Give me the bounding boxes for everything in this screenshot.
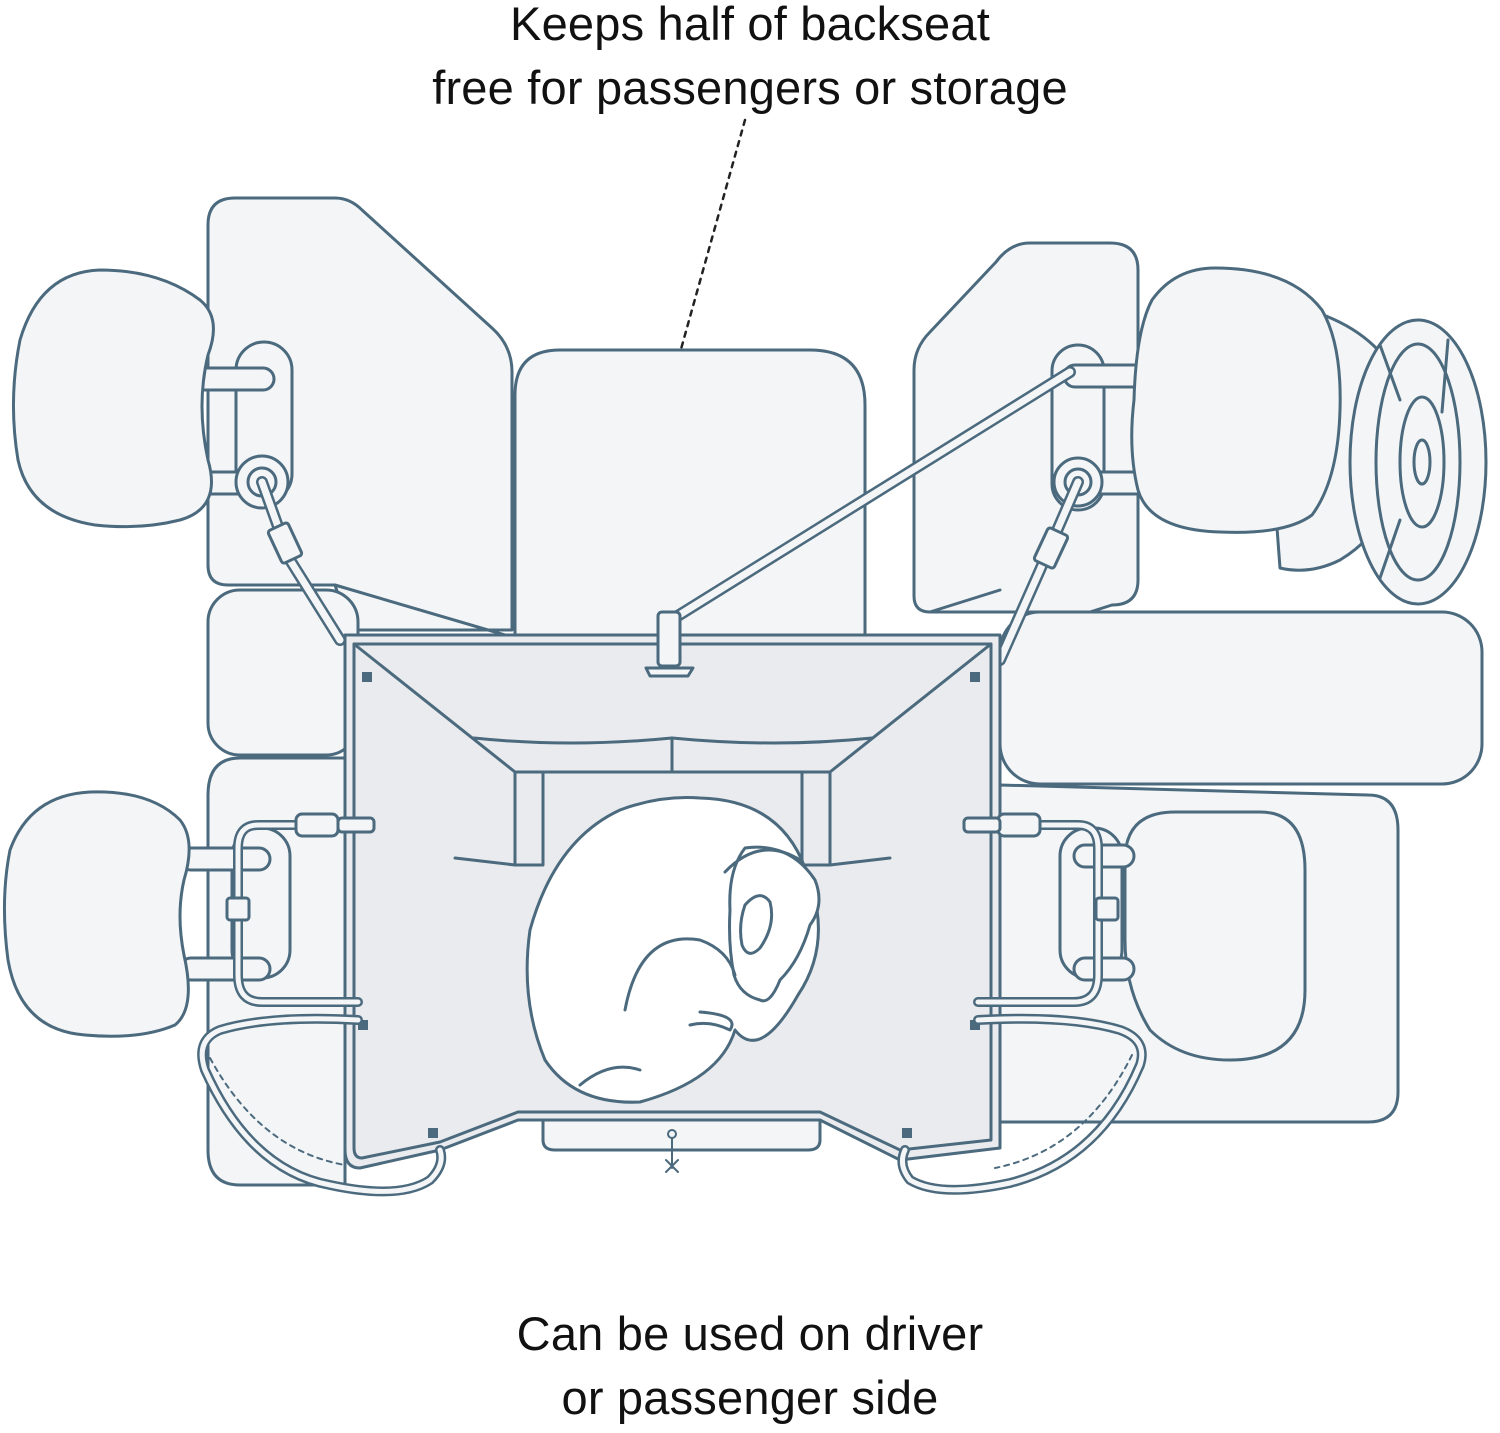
right-upper-strap-inner — [996, 478, 1082, 664]
right-bottom-strap-inner — [899, 1016, 1145, 1193]
right-bottom-strap-dashed — [994, 1054, 1133, 1169]
side-straps — [225, 812, 1120, 1007]
right-front-seat-cushion — [998, 610, 1484, 786]
dog-collar — [723, 848, 802, 874]
top-annotation-line-2: free for passengers or storage — [432, 61, 1068, 114]
upper-straps — [256, 366, 1084, 666]
bottom-annotation: Can be used on driver or passenger side — [0, 1302, 1500, 1430]
left-front-seat-cushion — [206, 588, 360, 757]
right-side-buckle-clip — [962, 816, 1002, 834]
steering-wheel-spokes — [1378, 338, 1450, 580]
left-bottom-strap-dashed — [209, 1057, 346, 1166]
cover-corner-markers — [358, 672, 980, 1138]
bottom-annotation-line-1: Can be used on driver — [516, 1307, 984, 1360]
dog-ear — [739, 894, 774, 955]
left-side-strap-adjuster — [225, 896, 251, 922]
dog-back-line — [578, 1065, 642, 1087]
cover-fold-left — [352, 642, 517, 867]
backseat-left-headrest-rod-upper — [178, 846, 272, 872]
dog-leg-line — [623, 937, 737, 1012]
cover-bottom-tab — [541, 1118, 822, 1152]
right-side-buckle — [996, 812, 1042, 838]
top-annotation: Keeps half of backseat free for passenge… — [0, 0, 1500, 120]
cover-top-anchor — [656, 610, 682, 668]
sleeping-dog — [525, 796, 821, 1104]
left-side-buckle — [294, 812, 340, 838]
left-cushion-tether — [333, 583, 507, 637]
backseat-left-headrest — [2, 790, 191, 1038]
backseat-left-headrest-rod-lower — [178, 956, 272, 982]
center-strap-inner — [664, 368, 1074, 626]
left-bottom-strap-inner — [199, 1016, 444, 1194]
right-upper-strap-buckle — [1032, 526, 1070, 570]
top-annotation-line-1: Keeps half of backseat — [510, 0, 990, 50]
right-side-strap-adjuster — [1094, 896, 1120, 922]
cover-bottom-anchor-ring — [667, 1129, 677, 1139]
backseat-center-back — [513, 348, 867, 642]
cover-fold-right — [828, 642, 993, 867]
backseat-right-headrest-rod-upper — [1072, 843, 1136, 869]
right-front-seat-back — [912, 241, 1140, 614]
left-side-buckle-clip — [336, 816, 376, 834]
backseat-right-headrest — [1123, 810, 1307, 1062]
right-cushion-tether — [928, 588, 1002, 614]
cover-top-anchor-base — [644, 666, 695, 678]
steering-wheel-center — [1412, 438, 1432, 486]
cover-left-flap — [513, 770, 545, 867]
right-front-headrest — [1130, 266, 1342, 534]
bottom-annotation-line-2: or passenger side — [561, 1371, 939, 1424]
right-front-seat — [912, 241, 1488, 786]
left-front-headrest — [11, 268, 215, 529]
dog-tail — [688, 1010, 734, 1032]
dog-head — [728, 845, 821, 1003]
left-upper-strap-buckle — [266, 521, 304, 565]
cover-right-flap — [800, 770, 832, 867]
bottom-straps — [197, 1013, 1147, 1197]
backseat-right-headrest-rod-lower — [1072, 956, 1136, 982]
